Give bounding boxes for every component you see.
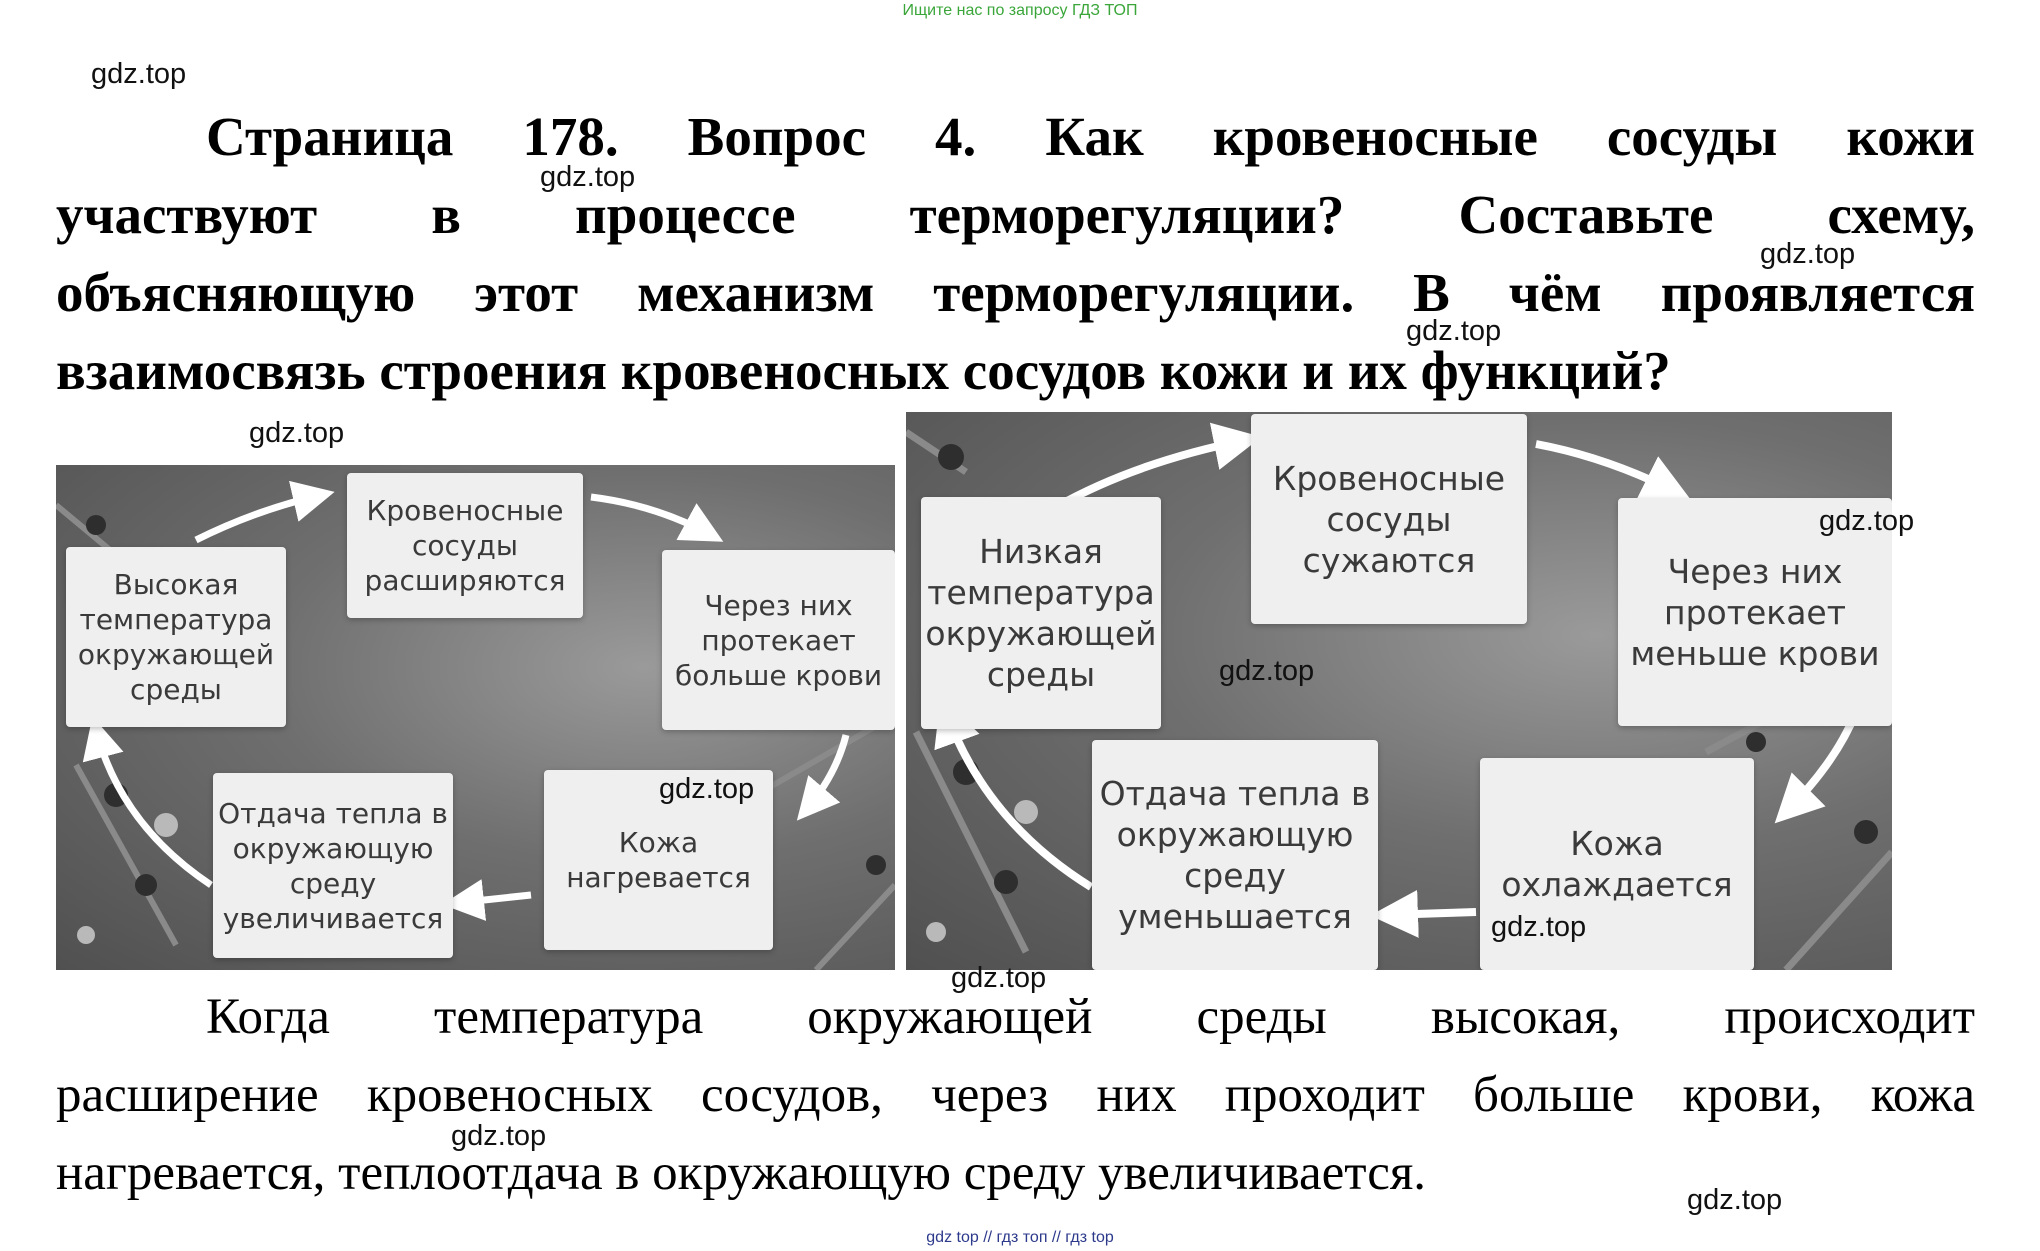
question-line-1: Страница 178. Вопрос 4. Как кровеносные … xyxy=(206,106,1975,167)
question-line-4: взаимосвязь строения кровеносных сосудов… xyxy=(56,340,1671,401)
box-low-temperature-text: Низкая температура окружающей среды xyxy=(925,532,1157,694)
watermark: gdz.top xyxy=(249,417,345,449)
watermark: gdz.top xyxy=(451,1120,547,1152)
box-skin-cools: Кожа охлаждается xyxy=(1480,758,1754,970)
watermark: gdz.top xyxy=(91,58,187,90)
box-skin-heats: Кожа нагревается xyxy=(544,770,773,950)
watermark: gdz.top xyxy=(659,773,755,805)
watermark: gdz.top xyxy=(1219,655,1315,687)
question-line-2: участвуют в процессе терморегуляции? Сос… xyxy=(56,184,1975,245)
box-heat-release-decreases: Отдача тепла в окружающую среду уменьшае… xyxy=(1092,740,1378,970)
molecule-background xyxy=(56,480,895,970)
box-vessels-dilate: Кровеносные сосуды расширяются xyxy=(347,473,583,618)
box-vessels-constrict-text: Кровеносные сосуды сужаются xyxy=(1272,458,1506,580)
box-vessels-dilate-text: Кровеносные сосуды расширяются xyxy=(364,494,566,597)
watermark: gdz.top xyxy=(1819,505,1915,537)
box-heat-release-decreases-text: Отдача тепла в окружающую среду уменьшае… xyxy=(1099,774,1371,936)
box-high-temperature-text: Высокая температура окружающей среды xyxy=(77,568,275,706)
watermark: gdz.top xyxy=(1760,238,1856,270)
bottom-banner: gdz top // гдз топ // гдз top xyxy=(926,1229,1114,1246)
watermark: gdz.top xyxy=(1687,1184,1783,1216)
answer-line-3: нагревается, теплоотдача в окружающую ср… xyxy=(56,1145,1427,1201)
diagram-low-temperature: Низкая температура окружающей среды Кров… xyxy=(906,412,1892,970)
diagram-high-temperature: Высокая температура окружающей среды Кро… xyxy=(56,465,895,970)
box-less-blood-text: Через них протекает меньше крови xyxy=(1630,551,1880,673)
box-heat-release-increases-text: Отдача тепла в окружающую среду увеличив… xyxy=(218,796,448,935)
box-skin-heats-text: Кожа нагревается xyxy=(566,826,751,894)
box-more-blood: Через них протекает больше крови xyxy=(662,550,895,730)
answer-line-1: Когда температура окружающей среды высок… xyxy=(206,989,1975,1045)
box-low-temperature: Низкая температура окружающей среды xyxy=(921,497,1161,729)
box-heat-release-increases: Отдача тепла в окружающую среду увеличив… xyxy=(213,773,453,958)
box-skin-cools-text: Кожа охлаждается xyxy=(1501,824,1733,904)
cycle-arrows xyxy=(82,480,850,921)
question-line-3: объясняющую этот механизм терморегуляции… xyxy=(56,262,1975,323)
box-vessels-constrict: Кровеносные сосуды сужаются xyxy=(1251,414,1527,624)
watermark: gdz.top xyxy=(540,161,636,193)
watermark: gdz.top xyxy=(1491,911,1587,943)
watermark: gdz.top xyxy=(1406,315,1502,347)
answer-line-2: расширение кровеносных сосудов, через ни… xyxy=(56,1067,1975,1123)
box-less-blood: Через них протекает меньше крови xyxy=(1618,498,1892,726)
box-high-temperature: Высокая температура окружающей среды xyxy=(66,547,286,727)
box-more-blood-text: Через них протекает больше крови xyxy=(674,588,883,692)
top-banner: Ищите нас по запросу ГДЗ ТОП xyxy=(902,2,1138,19)
watermark: gdz.top xyxy=(951,962,1047,994)
